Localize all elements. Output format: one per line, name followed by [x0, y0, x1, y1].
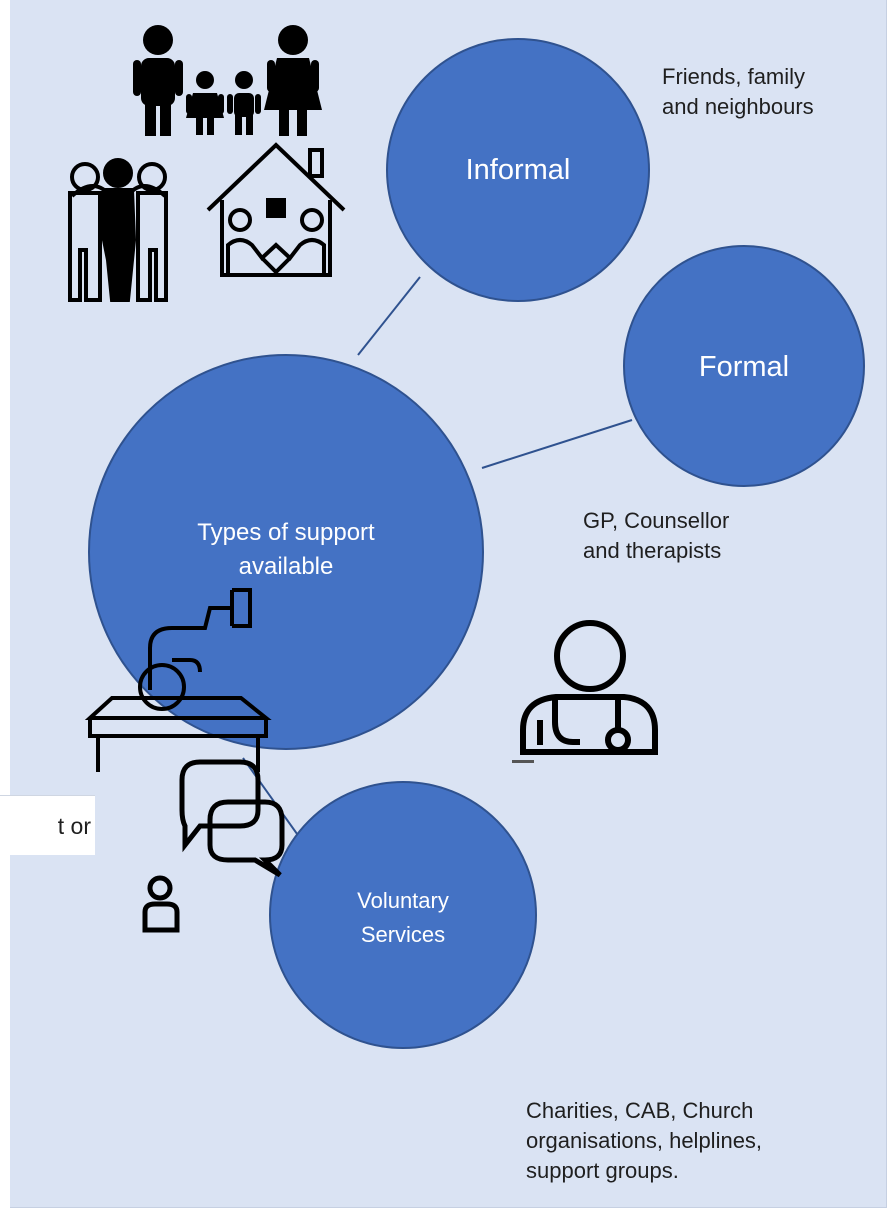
node-center-label: Types of support available	[110, 500, 462, 600]
page-margin-bottom	[0, 1208, 887, 1220]
cropped-text-fragment: t or	[0, 795, 95, 855]
node-voluntary	[269, 781, 537, 1049]
formal-description-line2: and therapists	[583, 538, 722, 563]
connector-informal	[357, 276, 421, 356]
voluntary-description-line2: organisations, helplines,	[526, 1128, 763, 1153]
node-voluntary-label-line2: Services	[360, 922, 446, 947]
node-center	[88, 354, 484, 750]
node-center-label-line2: available	[238, 553, 334, 580]
family-icon	[133, 25, 322, 136]
node-formal	[623, 245, 865, 487]
informal-description-line2: and neighbours	[662, 94, 814, 119]
voluntary-description-line3: support groups.	[526, 1158, 679, 1183]
node-formal-label: Formal	[698, 350, 790, 383]
node-voluntary-label-line1: Voluntary	[357, 888, 449, 913]
connector-formal	[481, 419, 633, 469]
node-informal-label: Informal	[465, 153, 571, 186]
node-center-label-line1: Types of support	[197, 519, 375, 546]
informal-description: Friends, family and neighbours	[662, 62, 814, 122]
doctor-icon	[520, 620, 658, 755]
doctor-icon-caption	[512, 760, 534, 763]
formal-description-line1: GP, Counsellor	[583, 508, 730, 533]
home-care-icon	[206, 142, 346, 277]
formal-description: GP, Counsellor and therapists	[583, 506, 729, 566]
donation-icon	[84, 588, 272, 772]
informal-description-line1: Friends, family	[662, 64, 806, 89]
chat-support-icon	[142, 759, 285, 933]
voluntary-description-line1: Charities, CAB, Church	[526, 1098, 754, 1123]
friends-icon	[68, 158, 168, 302]
node-informal	[386, 38, 650, 302]
voluntary-description: Charities, CAB, Church organisations, he…	[526, 1096, 762, 1186]
node-voluntary-label: Voluntary Services	[301, 880, 505, 956]
